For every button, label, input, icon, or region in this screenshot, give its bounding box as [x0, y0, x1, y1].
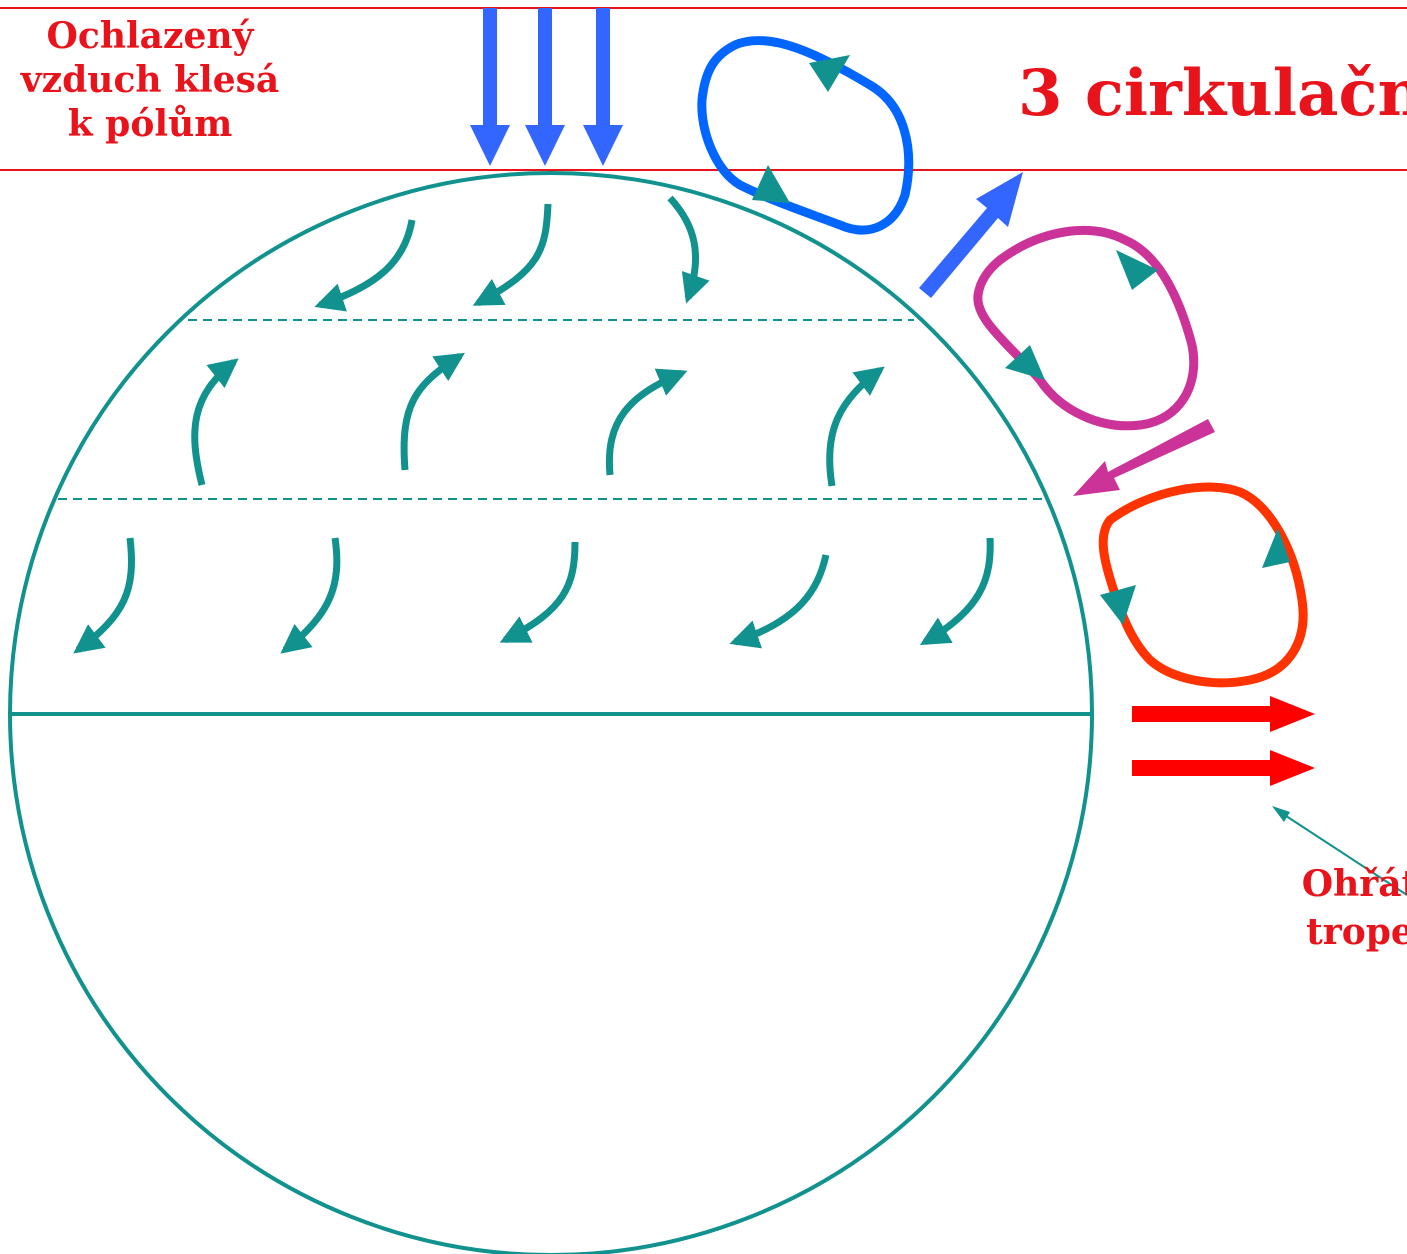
right-arrow-icon [1132, 750, 1315, 786]
warm-air-label-line: Ohřát [1301, 863, 1407, 905]
down-arrow-icon [583, 8, 623, 166]
diagram-title: 3 cirkulačn [1018, 56, 1407, 131]
cell-arrowhead-icon [809, 55, 850, 92]
trade-winds [73, 537, 994, 654]
wind-arrow-icon [73, 537, 135, 654]
ferrel-cell [973, 226, 1199, 431]
circulation-loop-icon [697, 36, 914, 235]
warm-label-pointer [1279, 811, 1407, 896]
cell-arrowhead-icon [1116, 250, 1158, 290]
down-arrow-icon [525, 8, 565, 166]
wind-arrow-icon [919, 537, 994, 646]
cell-arrowhead-icon [1100, 585, 1136, 625]
wind-arrow-icon [499, 541, 579, 644]
wind-arrow-icon [667, 195, 710, 304]
right-arrow-icon [1132, 696, 1315, 732]
polar-cell [697, 36, 914, 235]
cell-arrowhead-icon [1005, 345, 1045, 380]
cell-arrowhead-icon [752, 165, 790, 203]
circulation-loop-icon [1098, 482, 1308, 688]
wind-arrow-icon [605, 368, 688, 476]
warm-air-label: Ohřát trope [1240, 860, 1407, 956]
cold-air-label-line: vzduch klesá [20, 59, 280, 101]
wind-arrow-icon [472, 203, 552, 307]
westerlies [191, 352, 885, 487]
rising-arrow-icon [919, 172, 1023, 298]
down-arrow-icon [470, 8, 510, 166]
wind-arrow-icon [191, 358, 239, 486]
pointer-arrowhead-icon [1272, 806, 1290, 822]
circulation-loop-icon [973, 226, 1199, 431]
wind-arrow-icon [729, 554, 830, 649]
hadley-cell [1098, 482, 1308, 688]
polar-easterlies [314, 195, 710, 312]
wind-arrow-icon [826, 366, 885, 487]
cold-air-arrows [470, 8, 623, 166]
sinking-arrow-icon [1073, 419, 1215, 496]
wind-arrow-icon [314, 219, 416, 312]
cold-air-label: Ochlazený vzduch klesá k pólům [0, 14, 300, 146]
wind-arrow-icon [400, 352, 465, 471]
cold-air-label-line: k pólům [67, 103, 233, 145]
wind-arrow-icon [280, 537, 341, 654]
cell-arrowhead-icon [1262, 528, 1290, 568]
warm-air-arrows [1132, 696, 1315, 786]
warm-air-label-line: trope [1306, 911, 1407, 953]
cold-air-label-line: Ochlazený [46, 15, 254, 57]
